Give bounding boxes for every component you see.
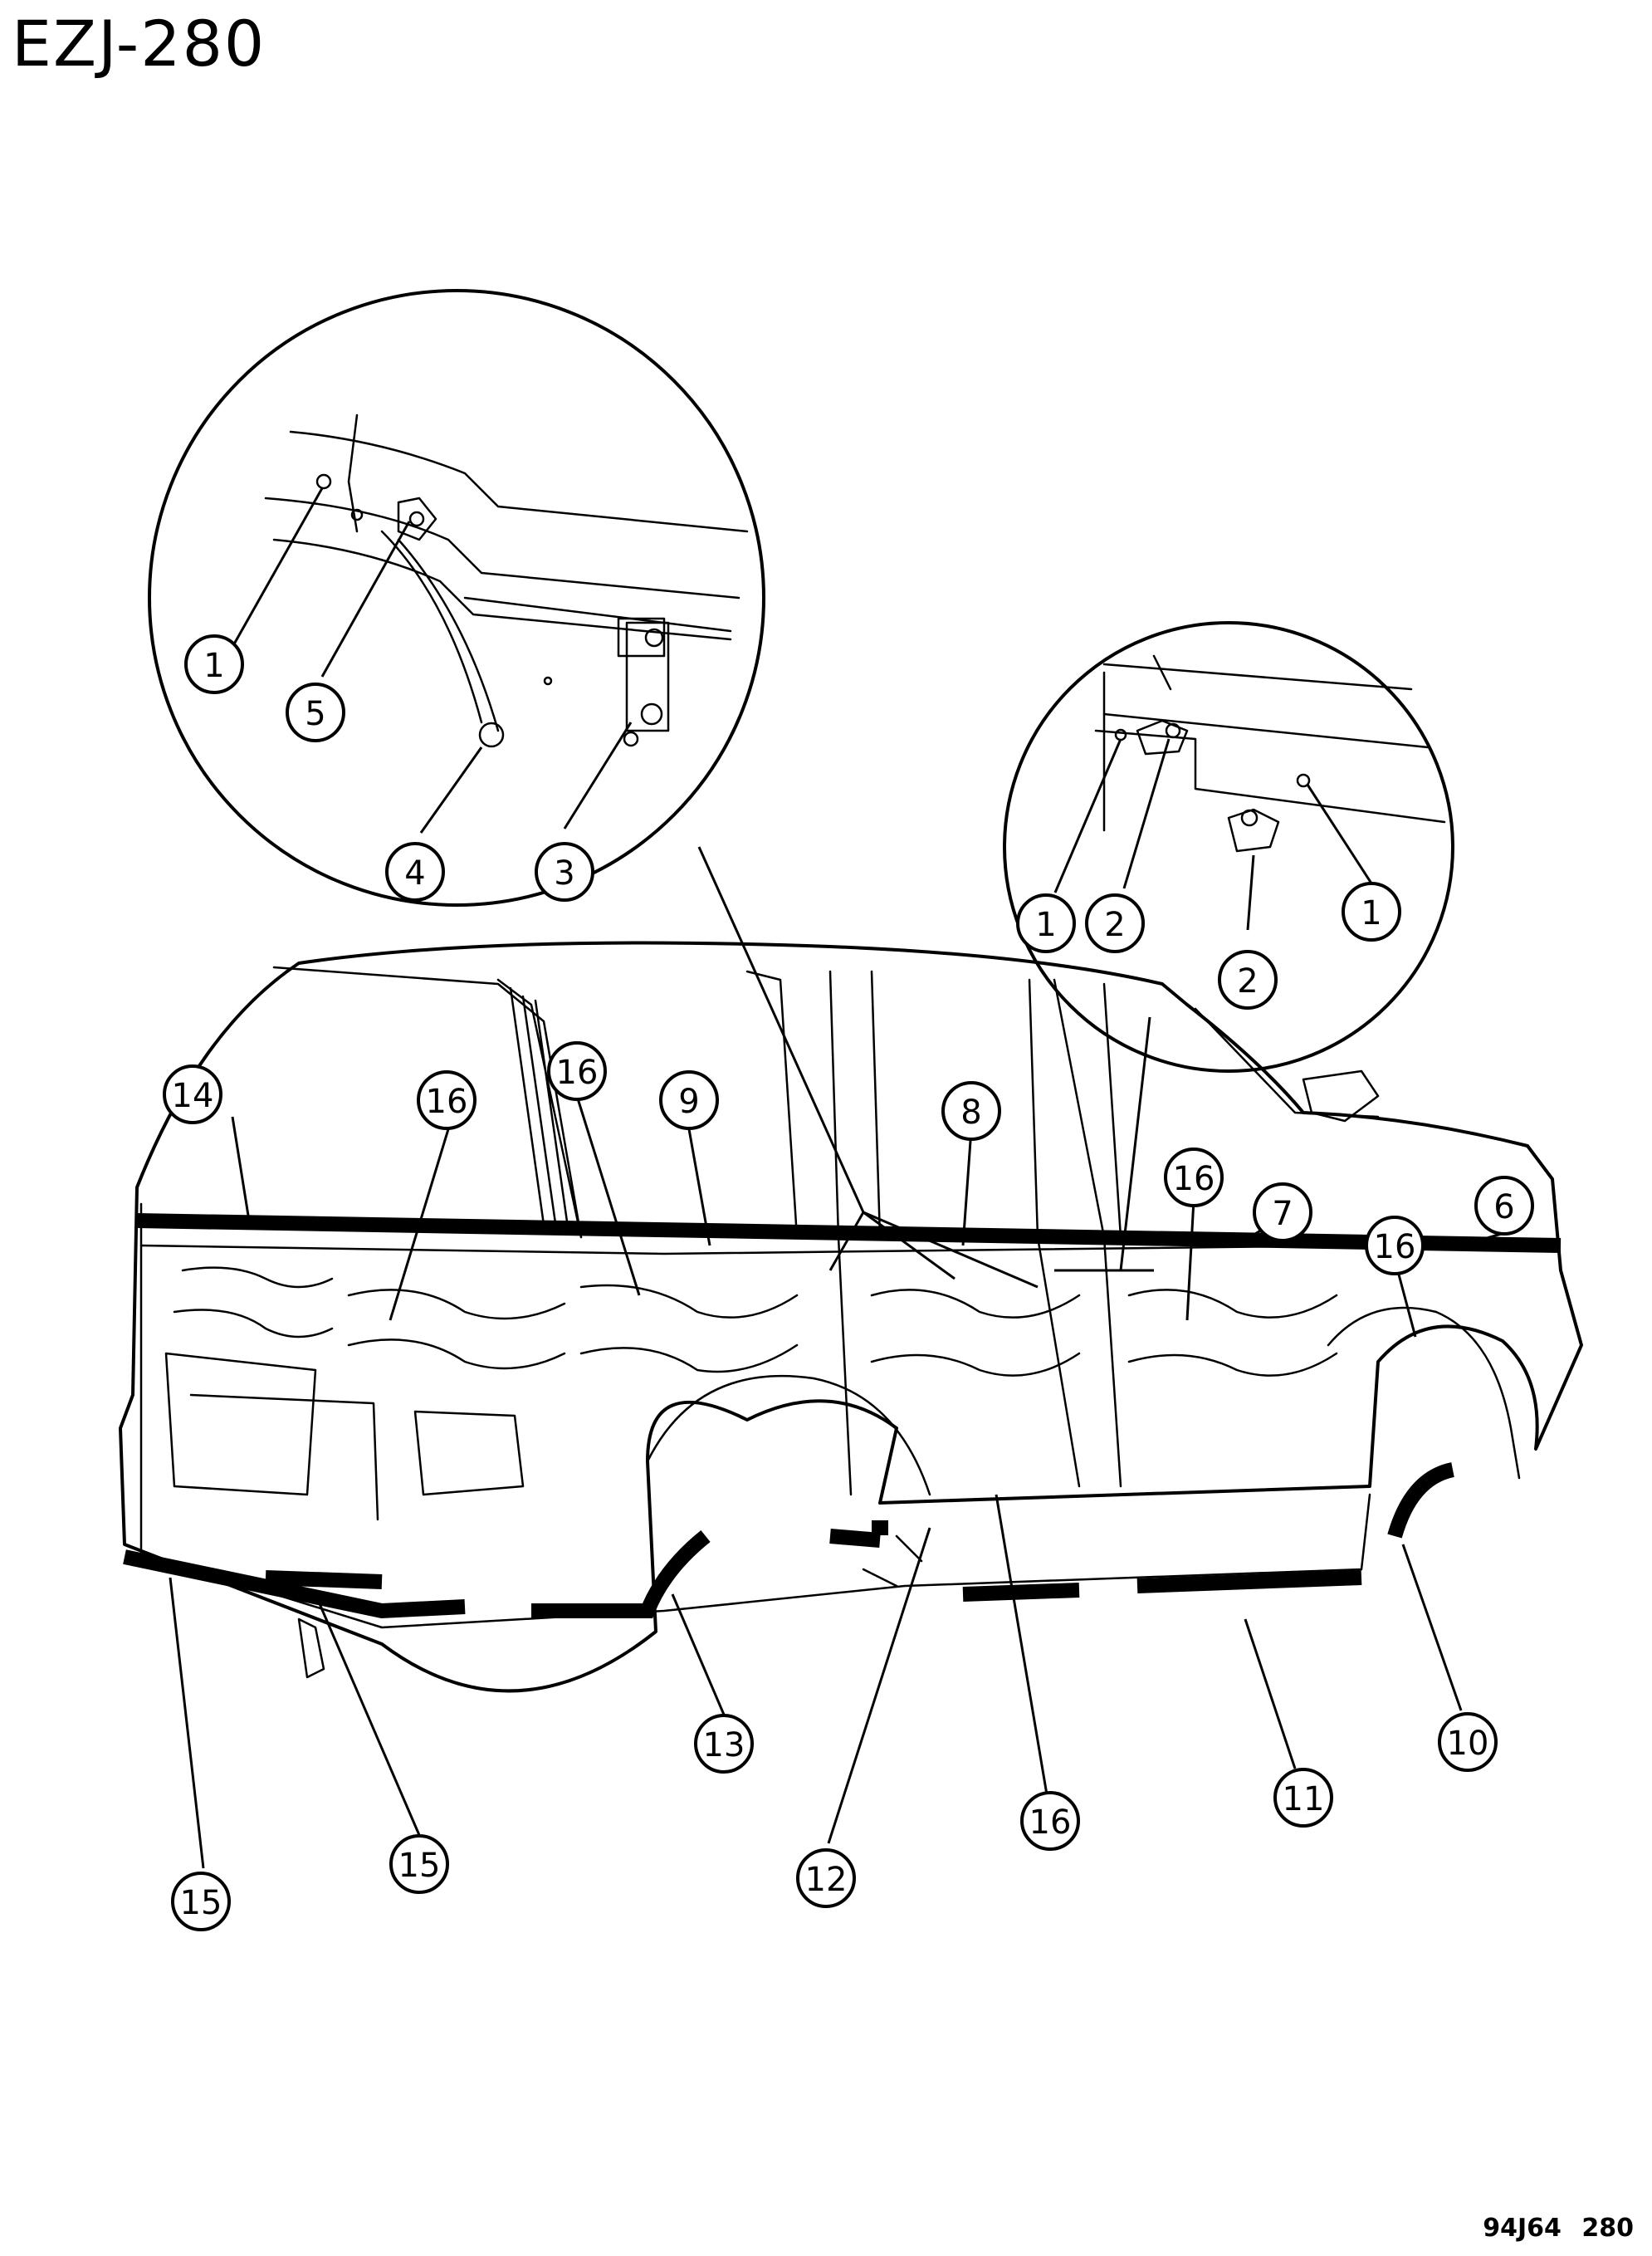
svg-text:14: 14 (172, 1077, 214, 1115)
vehicle-side-view (119, 941, 1583, 1693)
diagram-code: EZJ-280 (12, 7, 266, 81)
svg-text:1: 1 (203, 647, 224, 685)
callout-7: 7 (1253, 1182, 1312, 1242)
svg-text:2: 2 (1237, 962, 1258, 1001)
svg-text:1: 1 (1361, 894, 1381, 932)
svg-text:10: 10 (1447, 1725, 1489, 1763)
callout-13: 13 (694, 1714, 754, 1774)
callout-1: 1 (1342, 882, 1401, 942)
callout-15: 15 (389, 1834, 449, 1894)
svg-text:16: 16 (556, 1054, 599, 1092)
callout-16: 16 (1164, 1148, 1224, 1207)
callout-15: 15 (171, 1872, 231, 1931)
svg-text:12: 12 (805, 1861, 848, 1899)
callout-16: 16 (1365, 1216, 1425, 1275)
callout-10: 10 (1438, 1712, 1498, 1772)
callout-12: 12 (796, 1848, 856, 1908)
callout-16: 16 (417, 1070, 477, 1130)
detail-view-body-side (1003, 621, 1454, 1073)
svg-text:15: 15 (398, 1847, 441, 1885)
svg-text:16: 16 (1173, 1160, 1215, 1198)
leader-lines (169, 487, 1505, 1869)
svg-text:9: 9 (678, 1083, 699, 1121)
detail-view-roof-rail (148, 289, 765, 907)
svg-text:11: 11 (1283, 1780, 1325, 1818)
callout-8: 8 (941, 1081, 1001, 1141)
callout-14: 14 (163, 1064, 222, 1124)
svg-text:3: 3 (554, 854, 574, 893)
callout-2: 2 (1218, 950, 1278, 1010)
svg-text:6: 6 (1493, 1188, 1514, 1226)
callout-6: 6 (1474, 1176, 1534, 1236)
callout-3: 3 (535, 842, 594, 902)
callout-9: 9 (659, 1070, 719, 1130)
svg-text:4: 4 (404, 854, 425, 893)
svg-text:5: 5 (305, 695, 325, 733)
callout-16: 16 (547, 1041, 607, 1101)
callout-1: 1 (1016, 893, 1076, 953)
svg-text:13: 13 (703, 1726, 745, 1764)
callout-2: 2 (1085, 893, 1145, 953)
callout-16: 16 (1020, 1791, 1080, 1851)
svg-text:1: 1 (1035, 906, 1056, 944)
svg-text:16: 16 (1374, 1228, 1416, 1266)
svg-text:2: 2 (1104, 906, 1125, 944)
callout-5: 5 (286, 683, 345, 742)
svg-text:7: 7 (1272, 1195, 1293, 1233)
svg-text:16: 16 (1029, 1803, 1072, 1842)
svg-text:8: 8 (960, 1094, 981, 1132)
callout-4: 4 (385, 842, 445, 902)
callout-1: 1 (184, 634, 244, 694)
svg-text:15: 15 (180, 1884, 222, 1922)
figure-reference: 94J64 280 (1483, 2214, 1634, 2243)
svg-text:16: 16 (426, 1083, 468, 1121)
callout-11: 11 (1273, 1768, 1333, 1828)
